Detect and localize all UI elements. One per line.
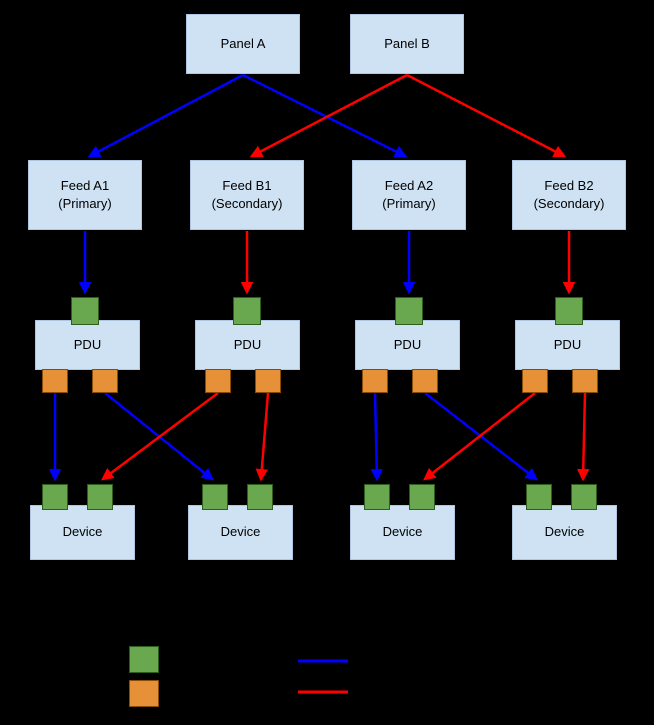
device-2-input-port-right	[247, 484, 273, 510]
device-2-node: Device	[188, 505, 293, 560]
device-4-input-port-left	[526, 484, 552, 510]
device-2-input-port-left	[202, 484, 228, 510]
device-3-input-port-left	[364, 484, 390, 510]
device-2-label: Device	[220, 524, 261, 540]
arrow-panel-a-to-feed-a1	[87, 73, 244, 158]
panel-a-label: Panel A	[220, 35, 266, 51]
pdu-2-output-port-left	[205, 369, 231, 393]
feed-a1-node: Feed A1 (Primary)	[28, 160, 142, 230]
pdu-1-output-port-right	[92, 369, 118, 393]
feed-b1-role: (Secondary)	[211, 196, 283, 211]
feed-a1-name: Feed A1	[60, 177, 110, 193]
pdu-4-output-port-left	[522, 369, 548, 393]
legend-input-port-swatch	[129, 646, 159, 673]
device-1-input-port-left	[42, 484, 68, 510]
device-1-label: Device	[62, 524, 103, 540]
panel-b-node: Panel B	[350, 14, 464, 74]
arrow-panel-b-to-feed-b2	[406, 73, 567, 158]
feed-b1-node: Feed B1 (Secondary)	[190, 160, 304, 230]
feed-b1-name: Feed B1	[222, 177, 272, 193]
device-1-node: Device	[30, 505, 135, 560]
pdu-3-label: PDU	[393, 336, 422, 352]
arrow-pdu2-to-device1	[100, 391, 219, 481]
pdu-1-output-port-left	[42, 369, 68, 393]
arrow-pdu4-to-device3	[423, 392, 536, 481]
legend-output-port-swatch	[129, 680, 159, 707]
pdu-2-label: PDU	[233, 336, 262, 352]
panel-b-label: Panel B	[384, 35, 430, 51]
pdu-3-input-port	[395, 297, 423, 325]
device-3-node: Device	[350, 505, 455, 560]
pdu-4-node: PDU	[515, 320, 620, 370]
pdu-3-output-port-right	[412, 369, 438, 393]
feed-a2-name: Feed A2	[384, 177, 434, 193]
pdu-1-node: PDU	[35, 320, 140, 370]
device-4-node: Device	[512, 505, 617, 560]
pdu-1-label: PDU	[73, 336, 102, 352]
pdu-4-input-port	[555, 297, 583, 325]
device-1-input-port-right	[87, 484, 113, 510]
device-4-label: Device	[544, 524, 585, 540]
feed-b2-role: (Secondary)	[533, 196, 605, 211]
feed-b2-name: Feed B2	[544, 177, 594, 193]
pdu-4-label: PDU	[553, 336, 582, 352]
feed-a2-role: (Primary)	[382, 196, 436, 211]
pdu-1-input-port	[71, 297, 99, 325]
device-3-label: Device	[382, 524, 423, 540]
pdu-2-input-port	[233, 297, 261, 325]
arrow-pdu4-to-device4	[576, 392, 590, 482]
feed-a1-role: (Primary)	[58, 196, 112, 211]
device-3-input-port-right	[409, 484, 435, 510]
panel-a-node: Panel A	[186, 14, 300, 74]
feed-a2-node: Feed A2 (Primary)	[352, 160, 466, 230]
arrow-panel-b-to-feed-b1	[249, 73, 408, 158]
pdu-3-node: PDU	[355, 320, 460, 370]
feed-b2-node: Feed B2 (Secondary)	[512, 160, 626, 230]
device-4-input-port-right	[571, 484, 597, 510]
arrow-pdu3-to-device3	[370, 392, 384, 482]
pdu-3-output-port-left	[362, 369, 388, 393]
arrow-panel-a-to-feed-a2	[242, 73, 408, 158]
pdu-2-output-port-right	[255, 369, 281, 393]
arrow-pdu2-to-device2	[255, 392, 270, 482]
pdu-4-output-port-right	[572, 369, 598, 393]
pdu-2-node: PDU	[195, 320, 300, 370]
